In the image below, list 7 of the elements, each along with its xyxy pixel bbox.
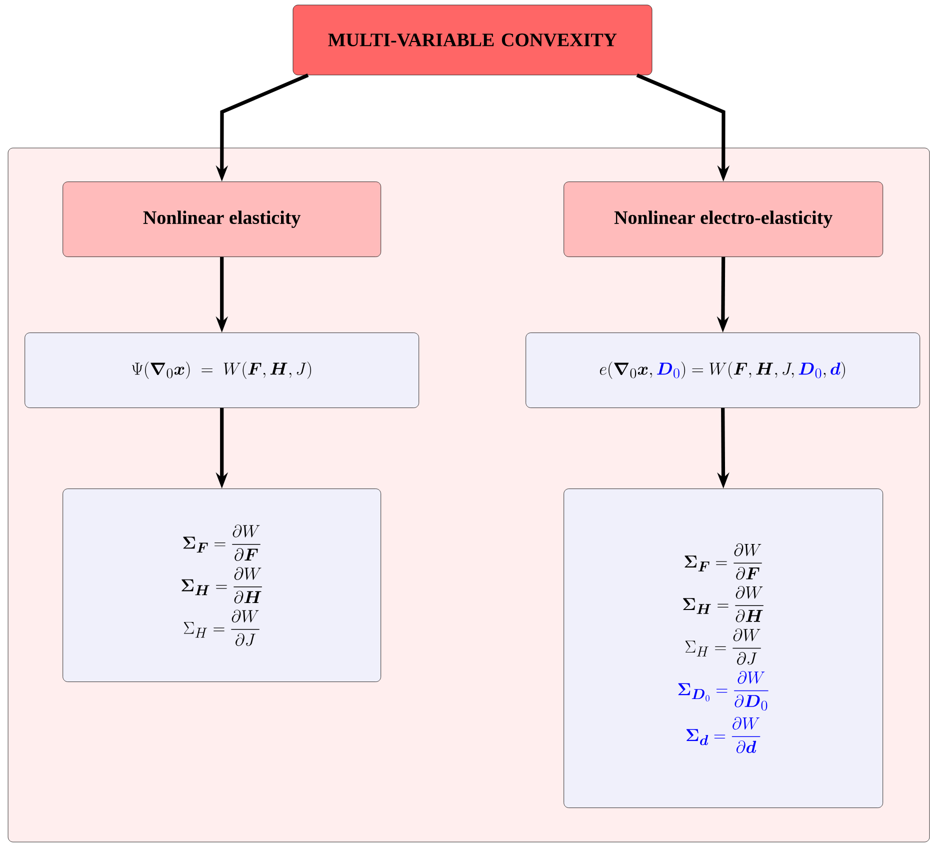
equation-box: $\Psi(\boldsymbol{\nabla}_0\boldsymbol{x}) \;=\; W(\boldsymbol{F},\boldsymbol{H},J)$ [24, 332, 420, 408]
equation-box: $\boldsymbol{\Sigma}_{\boldsymbol{F}}=\frac{\partial W}{\partial \boldsymbol{F}}$ $\boldsymbol{\Sigma}_{\boldsymbol{H}}=\frac{\partial W}{\partial \boldsymbol{H}}$ $\Sigma_{H}=\frac{\partial W}{\partial J}$ [62, 488, 382, 682]
title-box: MULTI-VARIABLE CONVEXITY [292, 4, 652, 76]
equation-box: $\boldsymbol{\Sigma}_{\boldsymbol{F}}=\frac{\partial W}{\partial \boldsymbol{F}}$ $\boldsymbol{\Sigma}_{\boldsymbol{H}}=\frac{\partial W}{\partial \boldsymbol{H}}$ $\Sigma_{H}=\frac{\partial W}{\partial J}$ $\textcolor{blue}{\boldsymbol{\Sigma}_{\boldsymbol{D}_0}=\frac{\partial W}{\partial \boldsymbol{D}_0}}$ $\textcolor{blue}{\boldsymbol{\Sigma}_{\boldsymbol{d}}=\frac{\partial W}{\partial \boldsymbol{d}}}$ [564, 488, 884, 808]
equation-box: $e(\boldsymbol{\nabla}_0\boldsymbol{x},\textcolor{blue}{\boldsymbol{D}_0})=W(\boldsymbol{F},\boldsymbol{H},J,\textcolor{blue}{\boldsymbol{D}_0},\textcolor{blue}{\boldsymbol{d}})$ [526, 332, 920, 408]
category-box: Nonlinear elasticity [62, 182, 382, 257]
category-box: Nonlinear electro-elasticity [564, 182, 884, 257]
